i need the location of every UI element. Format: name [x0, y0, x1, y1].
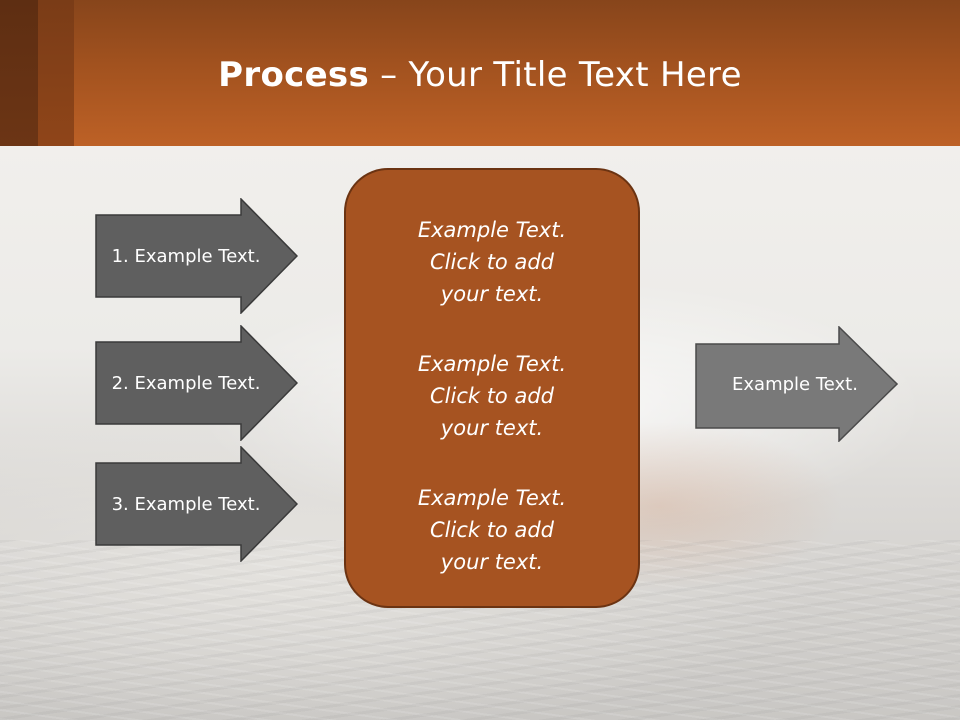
input-arrow-label: 1. Example Text.: [111, 245, 261, 267]
input-arrow-2[interactable]: 2. Example Text.: [95, 325, 298, 441]
process-text-3: Example Text. Click to add your text.: [417, 486, 567, 574]
process-text-1: Example Text. Click to add your text.: [417, 218, 567, 306]
header-band: Process – Your Title Text Here: [0, 0, 960, 146]
input-arrow-label: 2. Example Text.: [111, 372, 261, 394]
title-rest: – Your Title Text Here: [369, 55, 742, 95]
header-stripe-mid: [38, 0, 74, 146]
process-text-2: Example Text. Click to add your text.: [417, 352, 567, 440]
arrow-right-icon: [95, 446, 298, 562]
input-arrow-1[interactable]: 1. Example Text.: [95, 198, 298, 314]
slide-title[interactable]: Process – Your Title Text Here: [0, 52, 960, 98]
input-arrow-3[interactable]: 3. Example Text.: [95, 446, 298, 562]
process-box[interactable]: Example Text. Click to add your text. Ex…: [344, 168, 640, 608]
arrow-right-icon: [95, 198, 298, 314]
arrow-right-icon: [695, 326, 898, 442]
input-arrow-label: 3. Example Text.: [111, 493, 261, 515]
header-stripe-dark: [0, 0, 38, 146]
title-strong: Process: [218, 55, 370, 95]
output-arrow[interactable]: Example Text.: [695, 326, 898, 442]
arrow-right-icon: [95, 325, 298, 441]
output-arrow-label: Example Text.: [732, 373, 858, 395]
